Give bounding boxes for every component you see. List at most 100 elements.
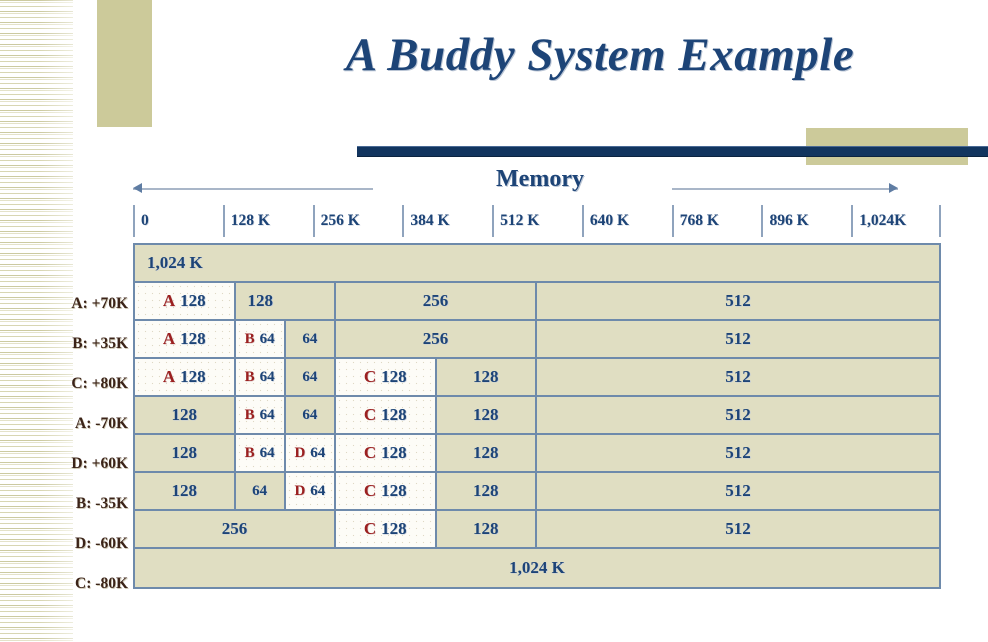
- memory-block-free: 128: [436, 359, 537, 395]
- block-size-label: 128: [473, 405, 499, 424]
- block-owner-label: B: [244, 406, 255, 423]
- left-arrow-icon: [133, 183, 373, 195]
- block-owner-label: C: [363, 367, 377, 386]
- scale-tick-1: 128 K: [222, 203, 313, 239]
- block-owner-label: D: [294, 482, 306, 499]
- event-label-c80k: C: +80K: [71, 375, 128, 392]
- block-size-label: 1,024 K: [147, 253, 203, 272]
- memory-block-free: 64: [285, 397, 336, 433]
- block-size-label: 256: [422, 329, 449, 348]
- memory-block-free: 64: [285, 321, 336, 357]
- event-label-d60k: D: +60K: [71, 455, 128, 472]
- block-size-label: 64: [310, 444, 326, 461]
- block-size-label: 128: [171, 405, 198, 424]
- scale-end-tick: [939, 205, 941, 237]
- block-owner-label: C: [363, 519, 377, 538]
- memory-block-free: 512: [537, 511, 939, 547]
- block-size-label: 128: [180, 329, 206, 348]
- block-owner-label: C: [363, 405, 377, 424]
- block-size-label: 128: [180, 367, 206, 386]
- scale-tick-4: 512 K: [492, 203, 582, 239]
- block-size-label: 128: [473, 519, 499, 538]
- arrow-head: [133, 183, 142, 193]
- block-size-label: 128: [473, 481, 499, 500]
- block-size-label: 64: [259, 406, 275, 423]
- memory-block-free: 512: [537, 359, 939, 395]
- event-label-b35k: B: +35K: [72, 335, 128, 352]
- memory-block-free: 128: [235, 283, 336, 319]
- scale-tick-8: 1,024K: [851, 203, 941, 239]
- block-size-label: 512: [725, 481, 751, 500]
- block-size-label: 128: [247, 291, 274, 310]
- block-size-label: 128: [171, 443, 198, 462]
- memory-block-free: 512: [537, 397, 939, 433]
- block-size-label: 1,024 K: [509, 558, 565, 577]
- block-owner-label: B: [244, 368, 255, 385]
- memory-block-free: 128: [436, 473, 537, 509]
- block-size-label: 512: [725, 367, 751, 386]
- block-size-label: 64: [259, 444, 275, 461]
- block-size-label: 64: [252, 482, 268, 499]
- block-size-label: 128: [473, 367, 499, 386]
- scale-tick-6: 768 K: [671, 203, 762, 239]
- block-size-label: 512: [725, 291, 751, 310]
- block-size-label: 128: [381, 443, 407, 462]
- scale-tick-2: 256 K: [312, 203, 403, 239]
- block-size-label: 64: [302, 406, 318, 423]
- memory-block-free: 64: [285, 359, 336, 395]
- scale-tick-0: 0: [133, 203, 223, 239]
- event-label-c80k: C: -80K: [75, 575, 128, 592]
- memory-block-free: 128: [436, 435, 537, 471]
- memory-block-free: 512: [537, 473, 939, 509]
- block-owner-label: C: [363, 481, 377, 500]
- block-owner-label: D: [294, 444, 306, 461]
- memory-block-free: 1,024 K: [135, 245, 939, 281]
- title-accent-bar: [97, 0, 152, 127]
- block-size-label: 64: [302, 368, 318, 385]
- block-size-label: 128: [473, 443, 499, 462]
- block-size-label: 512: [725, 519, 751, 538]
- block-size-label: 128: [171, 481, 198, 500]
- memory-block-free: 256: [336, 283, 537, 319]
- memory-block-free: 1,024 K: [135, 549, 939, 587]
- block-size-label: 512: [725, 405, 751, 424]
- scale-tick-7: 896 K: [761, 203, 851, 239]
- memory-caption: Memory: [496, 166, 584, 192]
- right-arrow-icon: [672, 183, 898, 195]
- memory-row: 1,024 K: [135, 245, 939, 283]
- memory-block-free: 128: [135, 397, 236, 433]
- memory-block-free: 512: [537, 321, 939, 357]
- memory-block-free: 512: [537, 283, 939, 319]
- page-title: A Buddy System Example: [345, 29, 855, 81]
- event-label-a70k: A: +70K: [71, 295, 128, 312]
- memory-block-free: 256: [135, 511, 336, 547]
- block-owner-label: A: [162, 329, 176, 348]
- block-size-label: 128: [381, 481, 407, 500]
- block-size-label: 64: [259, 368, 275, 385]
- block-owner-label: A: [162, 367, 176, 386]
- block-size-label: 256: [422, 291, 449, 310]
- arrow-line: [672, 188, 898, 190]
- memory-block-free: 128: [436, 511, 537, 547]
